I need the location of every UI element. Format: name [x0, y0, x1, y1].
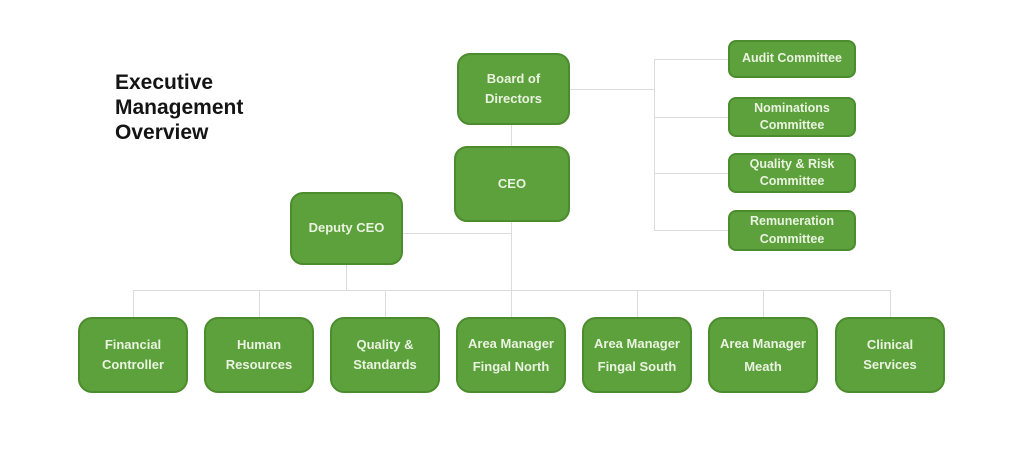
connector-reports-bus [133, 290, 891, 291]
connector-to-human-resources [259, 290, 260, 317]
node-area-manager-meath: Area Manager Meath [708, 317, 818, 393]
node-quality-risk-committee: Quality & Risk Committee [728, 153, 856, 193]
connector-to-remuneration-committee [654, 230, 728, 231]
connector-board-to-committees [570, 89, 654, 90]
connector-to-area-manager-meath [763, 290, 764, 317]
connector-deputy-to-ceo [403, 233, 512, 234]
page-title: Executive Management Overview [115, 71, 244, 144]
node-clinical-services: Clinical Services [835, 317, 945, 393]
connector-to-area-manager-fingal-north [511, 290, 512, 317]
connector-to-clinical-services [890, 290, 891, 317]
node-nominations-committee: Nominations Committee [728, 97, 856, 137]
node-area-manager-fingal-north: Area Manager Fingal North [456, 317, 566, 393]
connector-to-quality-standards [385, 290, 386, 317]
connector-ceo-to-reports [511, 222, 512, 290]
connector-committee-bus [654, 59, 655, 231]
node-audit-committee: Audit Committee [728, 40, 856, 78]
node-human-resources: Human Resources [204, 317, 314, 393]
node-deputy-ceo: Deputy CEO [290, 192, 403, 265]
connector-to-nominations-committee [654, 117, 728, 118]
connector-to-audit-committee [654, 59, 728, 60]
node-quality-standards: Quality & Standards [330, 317, 440, 393]
node-board-of-directors: Board of Directors [457, 53, 570, 125]
node-financial-controller: Financial Controller [78, 317, 188, 393]
connector-to-area-manager-fingal-south [637, 290, 638, 317]
connector-to-financial-controller [133, 290, 134, 317]
node-remuneration-committee: Remuneration Committee [728, 210, 856, 251]
node-area-manager-fingal-south: Area Manager Fingal South [582, 317, 692, 393]
connector-board-to-ceo [511, 125, 512, 146]
connector-to-quality-risk-committee [654, 173, 728, 174]
connector-deputy-to-reports [346, 265, 347, 290]
node-ceo: CEO [454, 146, 570, 222]
